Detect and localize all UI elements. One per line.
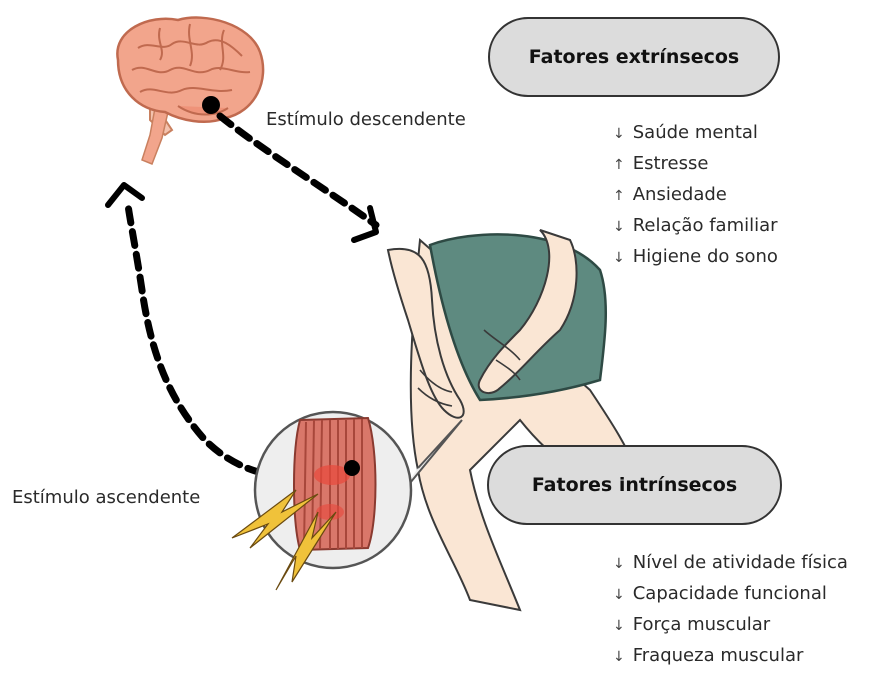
intrinsic-factors-list: ↓ Nível de atividade física ↓ Capacidade…: [613, 547, 848, 671]
arrow-icon: ↓: [613, 549, 627, 580]
arrow-icon: ↓: [613, 611, 627, 642]
factor-item: ↑ Estresse: [613, 148, 778, 179]
factor-label: Saúde mental: [633, 122, 758, 143]
descending-stimulus-label: Estímulo descendente: [266, 109, 466, 130]
extrinsic-factors-title: Fatores extrínsecos: [488, 17, 780, 97]
arrow-icon: ↓: [613, 642, 627, 673]
descending-arrow: [220, 116, 376, 240]
factor-label: Nível de atividade física: [633, 552, 848, 573]
arrow-icon: ↓: [613, 580, 627, 611]
factor-item: ↓ Higiene do sono: [613, 241, 778, 272]
extrinsic-factors-list: ↓ Saúde mental ↑ Estresse ↑ Ansiedade ↓ …: [613, 117, 778, 272]
factor-item: ↓ Saúde mental: [613, 117, 778, 148]
ascending-stimulus-label: Estímulo ascendente: [12, 487, 200, 508]
factor-label: Relação familiar: [633, 215, 778, 236]
factor-item: ↑ Ansiedade: [613, 179, 778, 210]
factor-label: Capacidade funcional: [633, 583, 827, 604]
intrinsic-factors-title: Fatores intrínsecos: [487, 445, 782, 525]
brain-icon: [117, 18, 263, 164]
factor-label: Ansiedade: [633, 184, 727, 205]
factor-item: ↓ Fraqueza muscular: [613, 640, 848, 671]
factor-item: ↓ Capacidade funcional: [613, 578, 848, 609]
knee-pain-illustration: [388, 230, 640, 610]
factor-item: ↓ Nível de atividade física: [613, 547, 848, 578]
factor-label: Fraqueza muscular: [633, 645, 804, 666]
arrow-icon: ↓: [613, 119, 627, 150]
factor-label: Estresse: [633, 153, 709, 174]
muscle-fiber-icon: [294, 418, 376, 550]
factor-label: Higiene do sono: [633, 246, 778, 267]
arrow-icon: ↓: [613, 212, 627, 243]
factor-label: Força muscular: [633, 614, 770, 635]
factor-item: ↓ Relação familiar: [613, 210, 778, 241]
arrow-icon: ↓: [613, 243, 627, 274]
factor-item: ↓ Força muscular: [613, 609, 848, 640]
arrow-icon: ↑: [613, 150, 627, 181]
arrow-icon: ↑: [613, 181, 627, 212]
